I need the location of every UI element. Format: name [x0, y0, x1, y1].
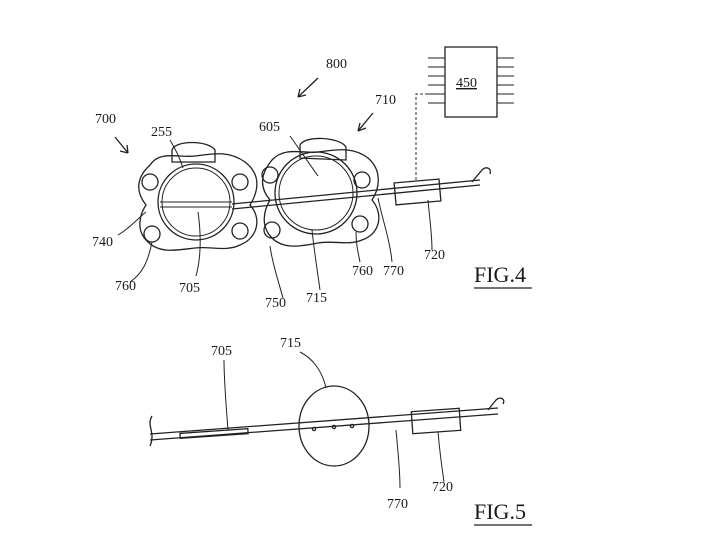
fig4-drawing: 800 710 700 255 605 450 740 760 705 750 …: [92, 46, 532, 311]
fig5-actuator-720: [410, 407, 462, 435]
fig5-break-line: [149, 415, 153, 447]
fig4-label-740: 740: [92, 235, 113, 250]
signal-line: [415, 93, 428, 182]
controller-chip-450: [428, 46, 514, 118]
fig5-plate-715: [298, 385, 370, 467]
shaft-770: [231, 167, 492, 210]
fig4-arrows: [114, 77, 374, 154]
fig5-label-770: 770: [387, 497, 408, 512]
fig4-label-700: 700: [95, 112, 116, 127]
fig4-caption: FIG.4: [474, 262, 526, 287]
fig4-label-750: 750: [265, 296, 286, 311]
fig5-shaft-770: [149, 397, 505, 441]
fig4-label-715: 715: [306, 291, 327, 306]
fig5-label-715: 715: [280, 336, 301, 351]
fig4-leaders: [117, 135, 433, 299]
fig4-label-710: 710: [375, 93, 396, 108]
fig4-label-255: 255: [151, 125, 172, 140]
throttle-body-700: [138, 141, 258, 251]
fig4-label-770: 770: [383, 264, 404, 279]
throttle-body-710: [261, 137, 380, 247]
actuator-720: [393, 178, 442, 206]
fig5-drawing: 705 715 720 770 FIG.5: [149, 336, 532, 526]
fig5-slot-705: [179, 427, 249, 440]
fig4-label-605: 605: [259, 120, 280, 135]
fig4-label-800: 800: [326, 57, 347, 72]
fig5-label-720: 720: [432, 480, 453, 495]
fig4-label-705: 705: [179, 281, 200, 296]
fig5-caption: FIG.5: [474, 499, 526, 524]
fig4-label-450: 450: [456, 76, 477, 91]
fig4-label-720: 720: [424, 248, 445, 263]
fig5-label-705: 705: [211, 344, 232, 359]
fig4-label-760b: 760: [352, 264, 373, 279]
fig4-label-760a: 760: [115, 279, 136, 294]
fig5-leaders: [223, 351, 445, 489]
